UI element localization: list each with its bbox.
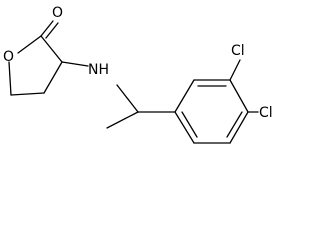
bond-ar6: [174, 111, 195, 144]
bond-n-ch: [116, 84, 139, 113]
bond-c2-c3: [40, 35, 63, 63]
bond-ch-methyl: [106, 111, 139, 129]
bond-ar1: [174, 79, 195, 113]
ring-oxygen-label: O: [3, 49, 14, 65]
bond-o1-c2: [17, 35, 42, 54]
bond-ar-inner-2: [226, 111, 243, 138]
molecule-structure: O O NH Cl Cl: [3, 5, 273, 144]
chlorine-meta-label: Cl: [231, 43, 245, 59]
bond-c5-o1: [8, 61, 12, 96]
carbonyl-oxygen-label: O: [52, 5, 63, 21]
bond-c4-c5: [10, 92, 45, 96]
benzene-ring: [174, 79, 249, 144]
bond-ar4: [229, 111, 249, 144]
bond-c3-n: [61, 61, 89, 67]
bond-ar3: [229, 79, 249, 113]
bond-c3-c4: [43, 61, 63, 94]
amine-label: NH: [88, 62, 109, 78]
bond-c-cl-meta: [229, 59, 241, 81]
chlorine-para-label: Cl: [259, 105, 273, 121]
bond-carbonyl-2: [45, 22, 59, 39]
bond-carbonyl-1: [40, 20, 54, 37]
lactone-ring: [8, 20, 63, 96]
bond-ar-inner-3: [181, 111, 198, 138]
